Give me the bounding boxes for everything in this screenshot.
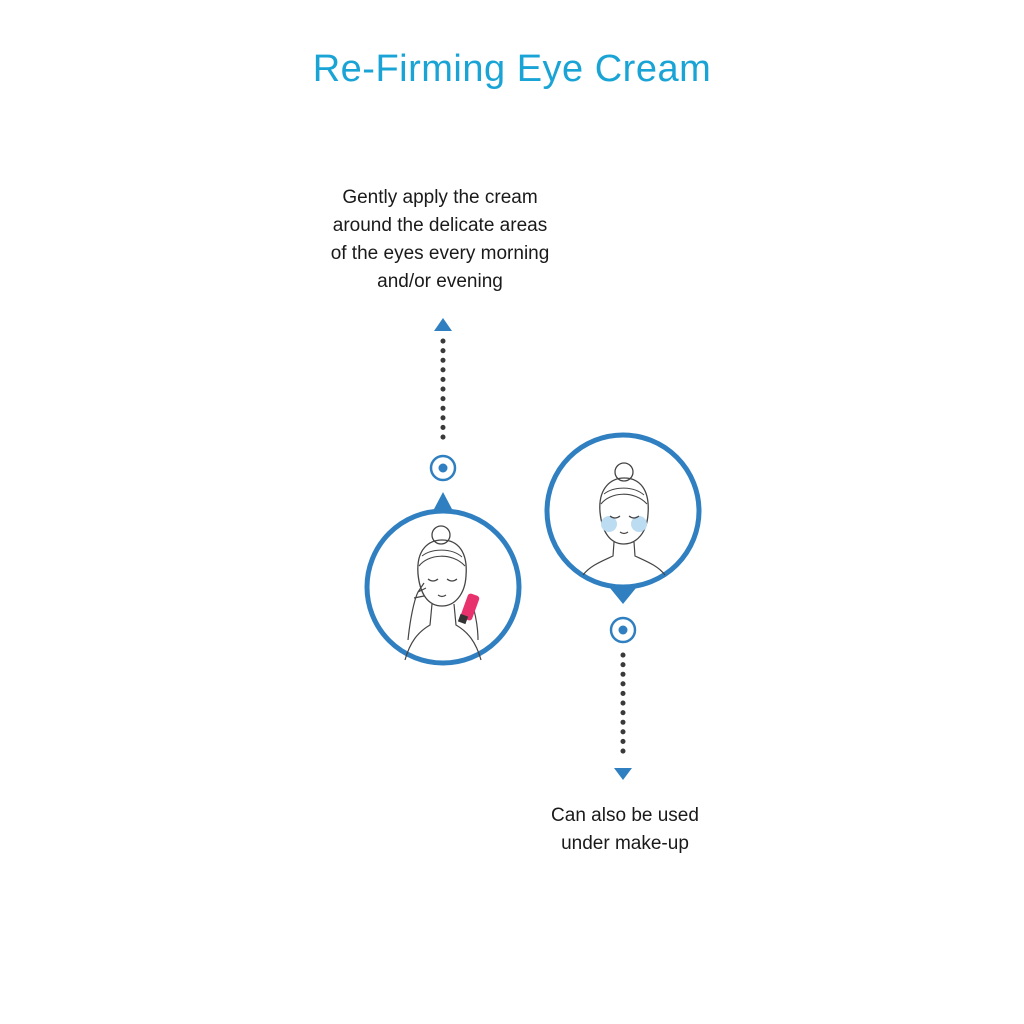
down-arrow-icon	[614, 768, 632, 780]
target-ring-icon	[429, 454, 457, 482]
step-1-connector	[429, 318, 457, 482]
step-2-instruction: Can also be used under make-up	[551, 805, 699, 854]
step-2-connector	[609, 616, 637, 780]
woman-with-blush-cheeks-icon	[544, 432, 702, 604]
step-1-instruction: Gently apply the cream around the delica…	[330, 187, 550, 292]
woman-applying-cream-with-fingers-icon	[364, 492, 522, 666]
target-ring-icon	[609, 616, 637, 644]
page-title: Re-Firming Eye Cream	[312, 48, 712, 90]
up-arrow-icon	[434, 318, 452, 331]
